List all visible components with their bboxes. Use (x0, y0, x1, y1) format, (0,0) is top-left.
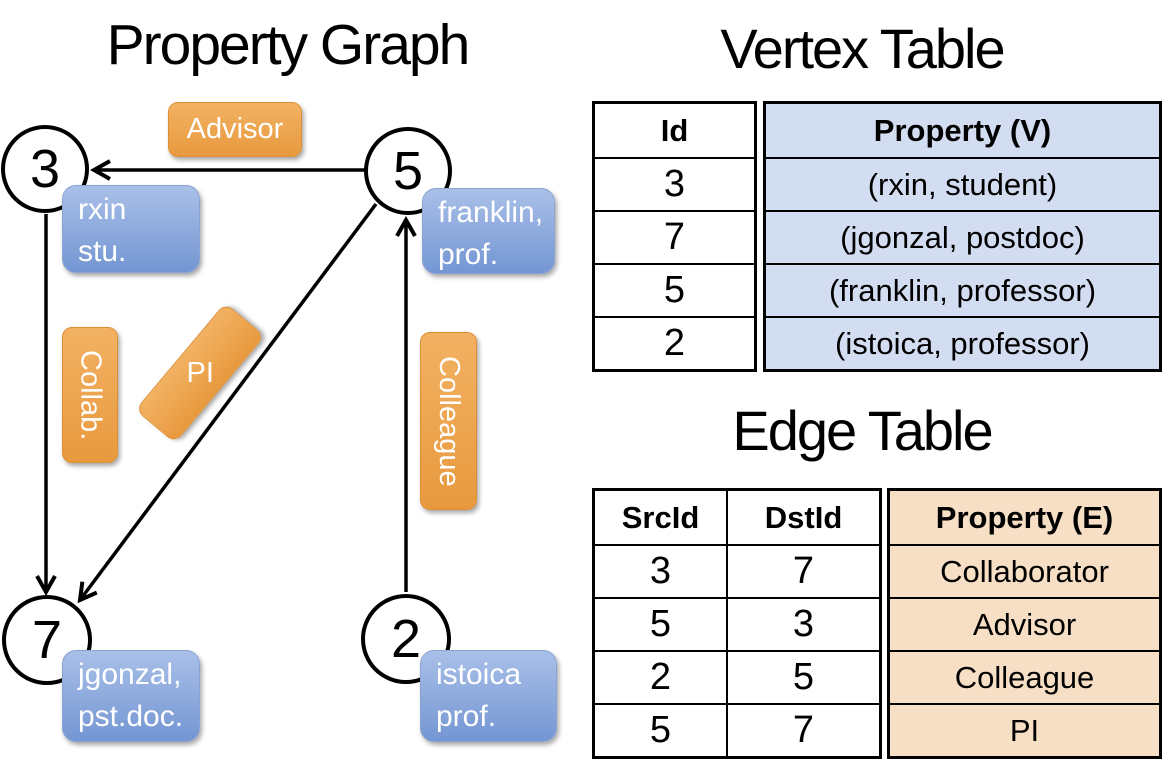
edge-table-property-column: Property (E) Collaborator Advisor Collea… (887, 488, 1162, 759)
vertex-table-property-cell: (franklin, professor) (828, 272, 1097, 308)
vertex-table-id-header: Id (660, 112, 689, 148)
vertex-3-property-line1: rxin (78, 193, 127, 226)
vertex-table-id-column: Id 3 7 5 2 (592, 101, 757, 372)
edge-table-dstid-cell: 7 (792, 550, 815, 592)
vertex-5-circle: 5 (364, 127, 452, 215)
edge-table-srcid-cell: 5 (595, 599, 728, 650)
edge-label-pi-text: PI (186, 356, 214, 389)
property-graph-title: Property Graph (106, 13, 471, 77)
vertex-table-property-cell: (rxin, student) (867, 166, 1058, 202)
vertex-5-id: 5 (392, 141, 424, 201)
edge-pi-arrow (80, 202, 378, 600)
edge-table-property-cell: PI (1009, 712, 1040, 748)
edge-table-property-cell: Advisor (972, 606, 1077, 642)
vertex-5-property-box: franklin, prof. (422, 188, 555, 274)
vertex-table-id-cell: 3 (663, 163, 686, 205)
edge-label-colleague: Colleague (420, 332, 477, 510)
edge-table-srcid-cell: 5 (595, 705, 728, 756)
vertex-table-property-cell: (jgonzal, postdoc) (840, 219, 1085, 255)
edge-table: SrcId DstId 3 7 5 3 2 5 5 7 Property (E)… (592, 488, 1162, 759)
graph-edges-svg (0, 0, 585, 760)
edge-table-dstid-cell: 3 (792, 603, 815, 645)
vertex-3-property-line2: stu. (78, 235, 127, 268)
edge-table-srcid-cell: 2 (595, 652, 728, 703)
vertex-2-circle: 2 (361, 594, 451, 684)
edge-label-advisor: Advisor (168, 102, 302, 157)
vertex-table-property-header: Property (V) (873, 112, 1052, 148)
vertex-7-property-line1: jgonzal, (78, 658, 182, 691)
vertex-5-property-line2: prof. (438, 238, 499, 271)
edge-table-property-cell: Colleague (954, 659, 1095, 695)
edge-table-srcid-header: SrcId (595, 491, 728, 544)
vertex-5-property-line1: franklin, (438, 196, 544, 229)
edge-table-srcid-cell: 3 (595, 546, 728, 597)
edge-table-dstid-cell: 7 (792, 709, 815, 751)
edge-table-id-columns: SrcId DstId 3 7 5 3 2 5 5 7 (592, 488, 882, 759)
vertex-2-property-line1: istoica (436, 658, 522, 691)
vertex-table-title: Vertex Table (720, 17, 1005, 80)
vertex-7-id: 7 (31, 610, 63, 670)
edge-table-title: Edge Table (732, 399, 993, 462)
vertex-3-id: 3 (29, 139, 61, 199)
edge-table-dstid-header: DstId (764, 499, 843, 535)
vertex-2-property-box: istoica prof. (420, 650, 557, 742)
vertex-table: Id 3 7 5 2 Property (V) (rxin, student) … (592, 101, 1162, 372)
edge-label-colleague-text: Colleague (433, 355, 465, 487)
edge-label-collab-text: Collab. (74, 349, 107, 441)
vertex-table-id-cell: 2 (663, 322, 686, 364)
edge-label-collab: Collab. (62, 327, 118, 463)
vertex-table-id-cell: 5 (663, 269, 686, 311)
vertex-table-property-column: Property (V) (rxin, student) (jgonzal, p… (763, 101, 1162, 372)
vertex-table-property-cell: (istoica, professor) (835, 325, 1090, 361)
vertex-2-id: 2 (390, 609, 422, 669)
vertex-7-property-line2: pst.doc. (78, 700, 184, 733)
edge-label-advisor-text: Advisor (186, 113, 284, 145)
edge-table-property-cell: Collaborator (940, 553, 1109, 589)
vertex-table-id-cell: 7 (663, 216, 686, 258)
edge-table-dstid-cell: 5 (792, 656, 815, 698)
vertex-3-property-box: rxin stu. (62, 185, 200, 273)
vertex-2-property-line2: prof. (436, 700, 497, 733)
edge-table-property-header: Property (E) (935, 499, 1114, 535)
vertex-7-property-box: jgonzal, pst.doc. (62, 650, 200, 742)
